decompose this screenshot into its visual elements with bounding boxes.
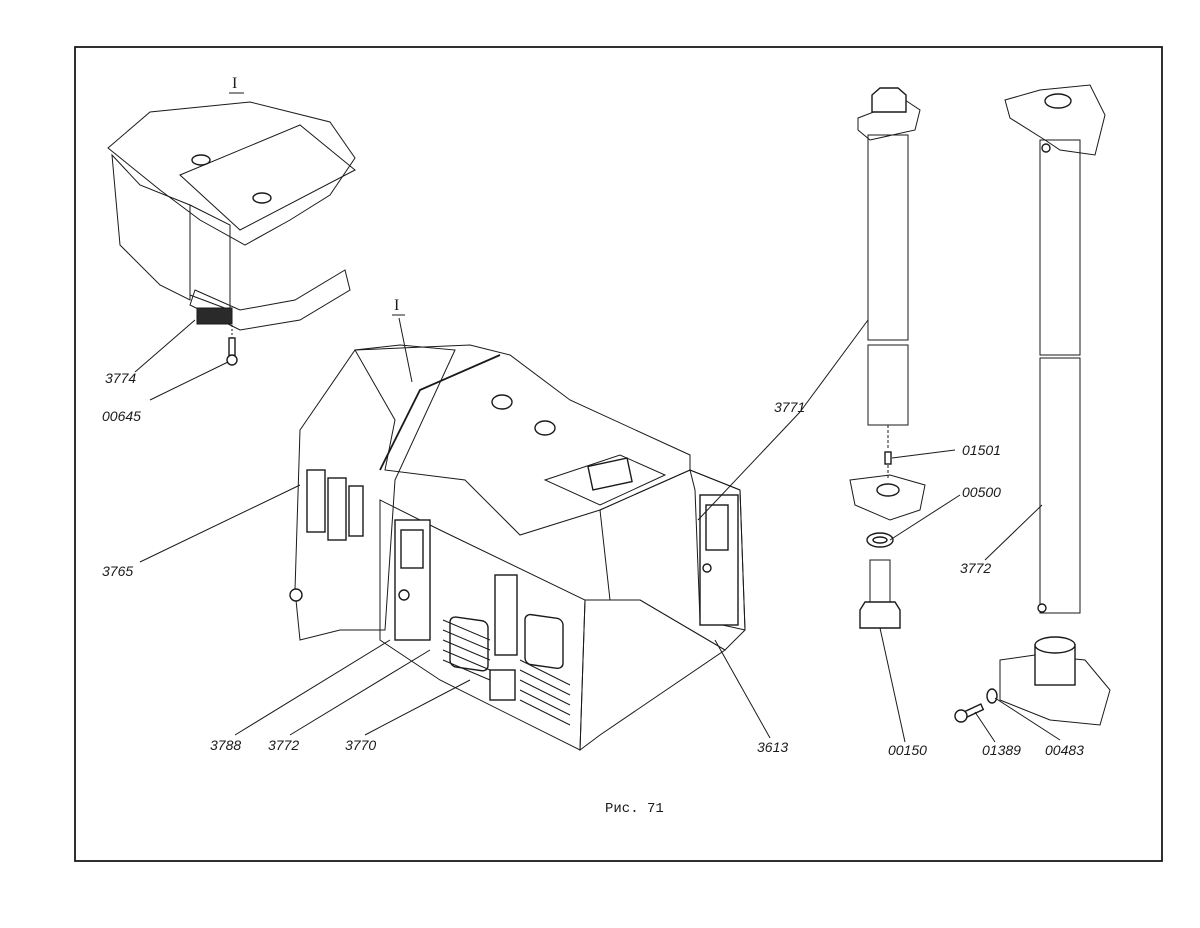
label-3771: 3771 — [774, 399, 805, 415]
label-3788: 3788 — [210, 737, 241, 753]
body-view-mark: I — [394, 297, 399, 314]
label-00150: 00150 — [888, 742, 927, 758]
cab-roof — [354, 344, 691, 536]
cab-left-window-1 — [306, 469, 326, 533]
label-3774: 3774 — [105, 370, 136, 386]
roof-hatch-cover — [587, 457, 633, 491]
post-3772-top-flange — [1004, 84, 1106, 156]
detail-pad — [196, 307, 233, 325]
washer-00483 — [986, 688, 998, 704]
cab-left-window-3 — [348, 485, 364, 537]
label-3765: 3765 — [102, 563, 133, 579]
cab-front-window-1 — [449, 616, 489, 672]
detail-hole-1 — [191, 154, 211, 166]
detail-top-plate — [107, 101, 356, 246]
cab-front-center-pillar — [494, 574, 518, 656]
cab-body-assembly: I — [289, 297, 746, 752]
detail-mesh-panel — [111, 153, 191, 301]
detail-screw — [226, 325, 238, 366]
cab-rear-door-handle — [702, 563, 712, 573]
detail-view-mark: I — [232, 75, 237, 92]
post-3771-tube-lower — [867, 344, 909, 426]
cab-left-window-2 — [327, 477, 347, 541]
label-00645: 00645 — [102, 408, 141, 424]
post-3771-tube-upper — [867, 134, 909, 341]
label-3772-left: 3772 — [268, 737, 299, 753]
cab-front-grille — [442, 619, 571, 726]
cab-front-window-2 — [524, 613, 564, 670]
cab-rear-door-window — [705, 504, 729, 551]
label-3613: 3613 — [757, 739, 788, 755]
detail-hole-2 — [252, 192, 272, 204]
pin-01501 — [884, 451, 892, 465]
roof-vent-2 — [534, 420, 556, 436]
bolt-00150-head — [859, 601, 901, 629]
detail-web — [189, 204, 231, 311]
cab-front-door-handle — [398, 589, 410, 601]
post-3771-nut — [871, 87, 907, 113]
cab-front-door-window — [400, 529, 424, 569]
callout-labels: 3774 00645 3765 3788 3772 3770 3613 3771… — [102, 370, 1084, 758]
label-3770: 3770 — [345, 737, 376, 753]
post-3772-tube-lower — [1039, 357, 1081, 614]
label-01389: 01389 — [982, 742, 1021, 758]
roof-vent-1 — [491, 394, 513, 410]
detail-view-i: I — [107, 75, 356, 366]
post-3772-assembly — [954, 84, 1111, 726]
roof-hatch — [543, 454, 667, 506]
drawing-frame — [74, 46, 1163, 862]
figure-caption: Рис. 71 — [605, 801, 664, 817]
leader-lines — [134, 319, 1061, 743]
label-3772-right: 3772 — [960, 560, 991, 576]
bracket-plate — [849, 474, 926, 521]
label-01501: 01501 — [962, 442, 1001, 458]
label-00483: 00483 — [1045, 742, 1084, 758]
cab-left-side — [294, 344, 456, 641]
detail-channel — [179, 124, 356, 231]
label-00500: 00500 — [962, 484, 1001, 500]
cab-left-lamp — [289, 588, 303, 602]
post-3771-assembly — [849, 87, 926, 629]
bolt-00150-shank — [869, 559, 891, 609]
post-3772-tube-upper — [1039, 139, 1081, 356]
